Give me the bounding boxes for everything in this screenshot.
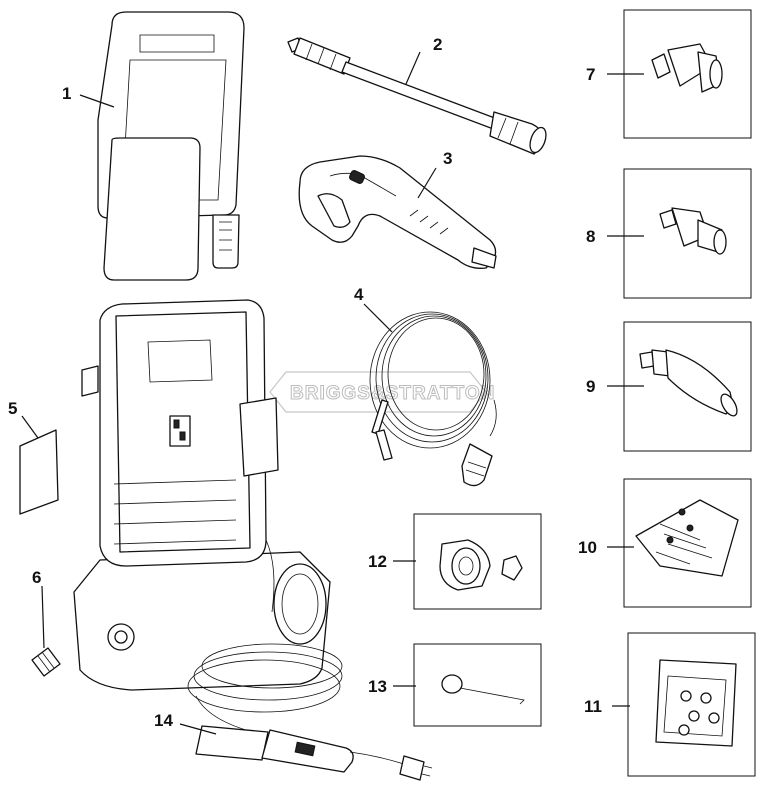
part-12-box xyxy=(413,513,542,610)
callout-7: 7 xyxy=(586,65,595,84)
callout-2: 2 xyxy=(433,35,442,54)
callout-14: 14 xyxy=(154,711,173,730)
leader-lines xyxy=(21,51,644,735)
callout-8: 8 xyxy=(586,227,595,246)
callout-labels: 1 2 3 4 5 6 7 8 9 10 11 12 13 14 xyxy=(8,35,602,730)
part-6-nozzle xyxy=(31,647,61,677)
callout-1: 1 xyxy=(62,84,71,103)
part-2-spray-wand xyxy=(287,37,547,155)
callout-13: 13 xyxy=(368,677,387,696)
part-5-manual-sheet xyxy=(19,429,59,515)
callout-10: 10 xyxy=(578,538,597,557)
part-11-box xyxy=(627,632,756,777)
part-10-box xyxy=(623,478,752,608)
part-14-power-cord xyxy=(187,643,433,781)
callout-5: 5 xyxy=(8,399,17,418)
callout-3: 3 xyxy=(443,149,452,168)
watermark-badge: BRIGGS&STRATTON xyxy=(269,371,495,413)
callout-9: 9 xyxy=(586,377,595,396)
part-9-box xyxy=(623,321,752,452)
callout-11: 11 xyxy=(584,697,602,716)
part-3-trigger-gun xyxy=(298,155,497,269)
part-7-box xyxy=(623,9,752,139)
part-4-high-pressure-hose xyxy=(369,311,497,487)
callout-4: 4 xyxy=(354,285,364,304)
callout-12: 12 xyxy=(368,552,387,571)
part-13-box xyxy=(413,643,542,727)
part-8-box xyxy=(623,168,752,299)
callout-6: 6 xyxy=(32,568,41,587)
watermark-text: BRIGGS&STRATTON xyxy=(290,383,495,404)
pressure-washer-main-body xyxy=(73,299,331,691)
part-1-front-cover xyxy=(97,11,245,281)
